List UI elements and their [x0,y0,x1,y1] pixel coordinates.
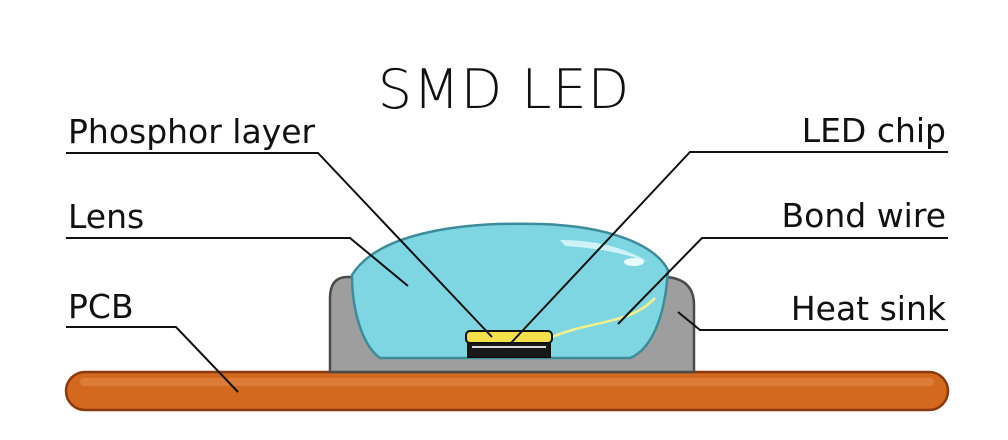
lens-highlight-2 [624,258,644,266]
diagram-title: SMD LED [378,58,630,121]
label-lens: Lens [68,197,144,236]
leader-lens [66,237,409,287]
pcb-highlight [80,378,934,386]
lens-dome [350,222,670,360]
led-chip-stripe [472,346,546,348]
bond-wire [549,297,656,340]
label-heat-sink: Heat sink [791,289,947,328]
phosphor-layer [465,330,553,344]
leader-bond-wire [617,237,948,325]
leader-led-chip [509,151,948,345]
leader-phosphor-layer [66,152,493,338]
label-phosphor-layer: Phosphor layer [68,112,316,151]
lens-highlight-1 [560,240,648,262]
label-bond-wire: Bond wire [782,196,946,235]
pcb-board [64,370,950,412]
leader-pcb [66,326,239,393]
leader-heat-sink [677,311,948,331]
label-pcb: PCB [68,287,134,326]
led-chip-die [467,342,551,358]
label-led-chip: LED chip [802,111,946,150]
